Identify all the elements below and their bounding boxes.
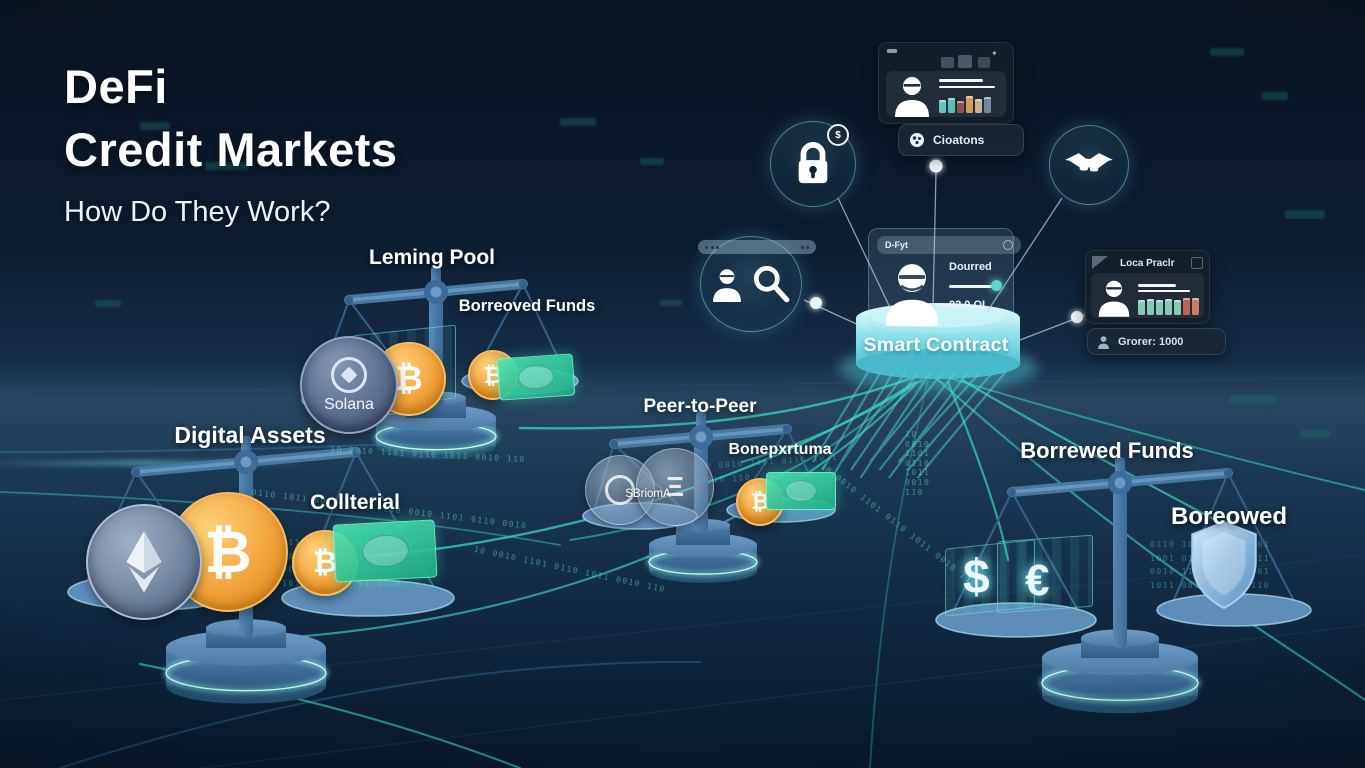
handshake-node — [1049, 125, 1129, 205]
solana-coin-icon: Solana — [300, 336, 398, 434]
shield-icon — [1188, 520, 1260, 615]
lender-pill: Grorer: 1000 — [1087, 328, 1226, 355]
peer-to-peer-label: Peer-to-Peer — [643, 396, 757, 417]
borrower-avatar-icon — [1098, 280, 1130, 317]
borrower-avatar-icon — [885, 264, 939, 327]
page-subtitle: How Do They Work? — [64, 195, 331, 228]
ghost-icon — [941, 57, 954, 68]
score-bar-chart — [939, 93, 991, 113]
euro-symbol: € — [1025, 556, 1050, 605]
magnifier-icon — [753, 265, 790, 303]
card-header-text: D-Fyt — [885, 240, 908, 250]
lending-pool-label: Leming Pool — [369, 246, 495, 269]
bar — [957, 101, 964, 113]
expand-icon — [1191, 257, 1203, 269]
slider-knob — [991, 280, 1002, 291]
bar — [984, 97, 991, 113]
ghost-icon — [958, 55, 972, 68]
title-line1: DeFi — [64, 60, 168, 113]
card-row1-text: Dourred — [949, 261, 992, 273]
card-row2-text: 02.0.OI — [949, 299, 986, 311]
dollar-badge: $ — [827, 124, 849, 146]
borrower-avatar-icon — [713, 269, 741, 302]
text-line — [1138, 290, 1190, 292]
sparkle-icon: ✦ — [991, 49, 998, 58]
p2p-right-label: Bonepxrtuma — [728, 441, 832, 458]
bar — [1183, 298, 1190, 315]
globe-icon — [910, 133, 924, 147]
cash-note-icon — [332, 519, 438, 583]
p2p-coin-text: SBriomA — [625, 488, 671, 500]
dollar-symbol: $ — [963, 551, 990, 604]
holographic-money: $ € — [945, 534, 1095, 622]
solana-logo-icon — [331, 356, 367, 393]
lender-pill-label: Grorer: 1000 — [1118, 335, 1184, 348]
window-dots-icon — [887, 49, 897, 53]
digital-assets-label: Digital Assets — [174, 422, 326, 448]
handshake-icon — [1065, 153, 1113, 172]
ghost-coin-icon: Ξ — [636, 448, 714, 526]
bar — [1174, 300, 1181, 315]
ethereum-logo-icon — [126, 531, 162, 593]
text-line — [1138, 284, 1176, 287]
window-dots-icon — [800, 245, 809, 249]
cash-note-icon — [496, 353, 576, 401]
folded-corner-icon — [1092, 256, 1108, 269]
bar — [1156, 300, 1163, 315]
lock-node: $ — [770, 121, 856, 207]
ethereum-coin-icon — [86, 504, 202, 620]
window-dots-icon — [705, 245, 719, 249]
rate-card-header: Loca Praclr — [1120, 258, 1175, 269]
borrowed-funds-label: Borrewed Funds — [1020, 438, 1194, 463]
search-icon — [1003, 240, 1013, 250]
rate-bar-chart — [1138, 296, 1199, 315]
bar — [948, 98, 955, 113]
smart-contract-label: Smart Contract — [863, 334, 1009, 356]
bar — [966, 96, 973, 113]
bar — [975, 99, 982, 113]
bar — [1165, 299, 1172, 315]
collateral-label: Collterial — [310, 491, 400, 514]
header: DeFi Credit Markets How Do They Work? — [64, 56, 398, 229]
smart-contract-card: D-Fyt Dourred 02.0.OI — [868, 228, 1021, 332]
borrowed-right-label: Boreowed — [1170, 503, 1288, 530]
bar — [1147, 299, 1154, 315]
title-line2: Credit Markets — [64, 122, 398, 176]
verification-pill-label: Cioatons — [933, 133, 985, 147]
cash-note-icon — [766, 472, 836, 510]
bar — [1192, 298, 1199, 315]
binary-stream: 10 0010 1101 0110 1011 0010 110 — [905, 430, 931, 497]
text-line — [939, 79, 983, 82]
lending-pool-right-label: Borreoved Funds — [458, 297, 596, 315]
page-title: DeFi Credit Markets — [64, 56, 398, 182]
person-icon — [1098, 335, 1109, 349]
card-header-bar: D-Fyt — [877, 236, 1021, 254]
bar — [939, 100, 946, 113]
lock-icon — [798, 142, 828, 184]
solana-coin-label: Solana — [324, 395, 374, 413]
verification-pill: Cioatons — [898, 124, 1024, 156]
browser-bar — [698, 240, 816, 254]
text-line — [939, 86, 995, 88]
ghost-icon — [978, 57, 990, 68]
borrower-avatar-icon — [895, 77, 929, 117]
bar — [1138, 300, 1145, 315]
credit-score-card: ✦ — [878, 42, 1014, 124]
rate-card: Loca Praclr — [1085, 250, 1210, 324]
